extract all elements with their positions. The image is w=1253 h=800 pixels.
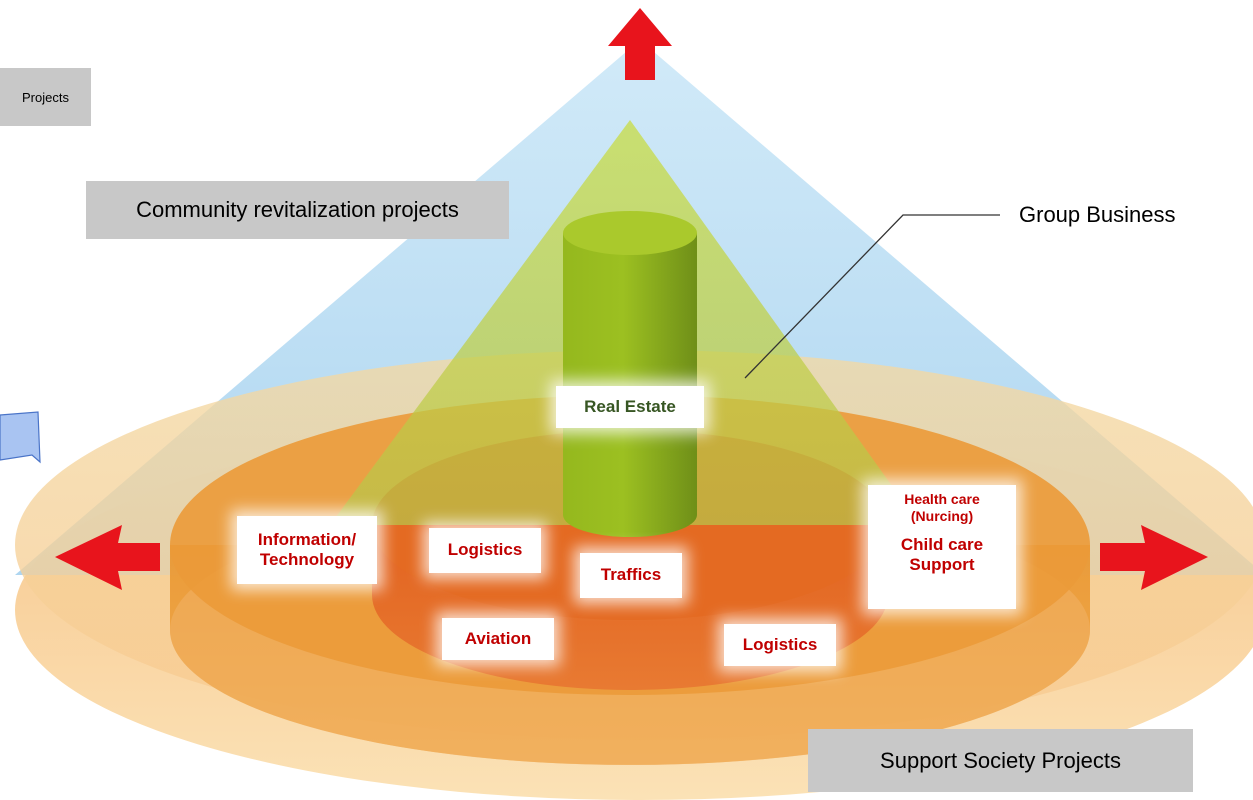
projects-fragment-text: Projects xyxy=(22,89,69,105)
logistics-lower-text: Logistics xyxy=(742,634,818,654)
logistics-lower-tag: Logistics xyxy=(724,624,836,666)
aviation-text: Aviation xyxy=(464,628,532,648)
community-text: Community revitalization projects xyxy=(136,197,459,222)
info-tech-line1: Information/ xyxy=(257,529,357,549)
real-estate-tag: Real Estate xyxy=(556,386,704,428)
health-care-line2: (Nurcing) xyxy=(910,507,974,524)
projects-fragment-label: Projects xyxy=(0,68,91,126)
real-estate-cylinder-top xyxy=(563,211,697,255)
arrow-right-icon xyxy=(1100,525,1208,590)
info-tech-tag: Information/ Technology xyxy=(237,516,377,584)
traffics-tag: Traffics xyxy=(580,553,682,598)
child-care-line1: Child care xyxy=(900,534,984,554)
group-business-label: Group Business xyxy=(1019,202,1176,227)
aviation-tag: Aviation xyxy=(442,618,554,660)
info-tech-line2: Technology xyxy=(259,550,355,569)
health-care-line1: Health care xyxy=(904,491,980,507)
real-estate-text: Real Estate xyxy=(584,396,676,416)
community-label: Community revitalization projects xyxy=(86,181,509,239)
support-society-text: Support Society Projects xyxy=(880,747,1121,773)
child-care-line2: Support xyxy=(909,554,975,574)
logistics-upper-text: Logistics xyxy=(447,540,523,560)
traffics-text: Traffics xyxy=(600,565,662,585)
arrow-left-icon xyxy=(55,525,160,590)
real-estate-cylinder xyxy=(563,233,697,537)
arrow-up-icon xyxy=(608,8,672,80)
callout-fragment xyxy=(0,411,41,464)
health-child-care-tag: Health care (Nurcing) Child care Support xyxy=(868,485,1016,609)
group-business-leader-line xyxy=(744,214,1000,379)
logistics-upper-tag: Logistics xyxy=(429,528,541,573)
support-society-label: Support Society Projects xyxy=(808,729,1193,792)
